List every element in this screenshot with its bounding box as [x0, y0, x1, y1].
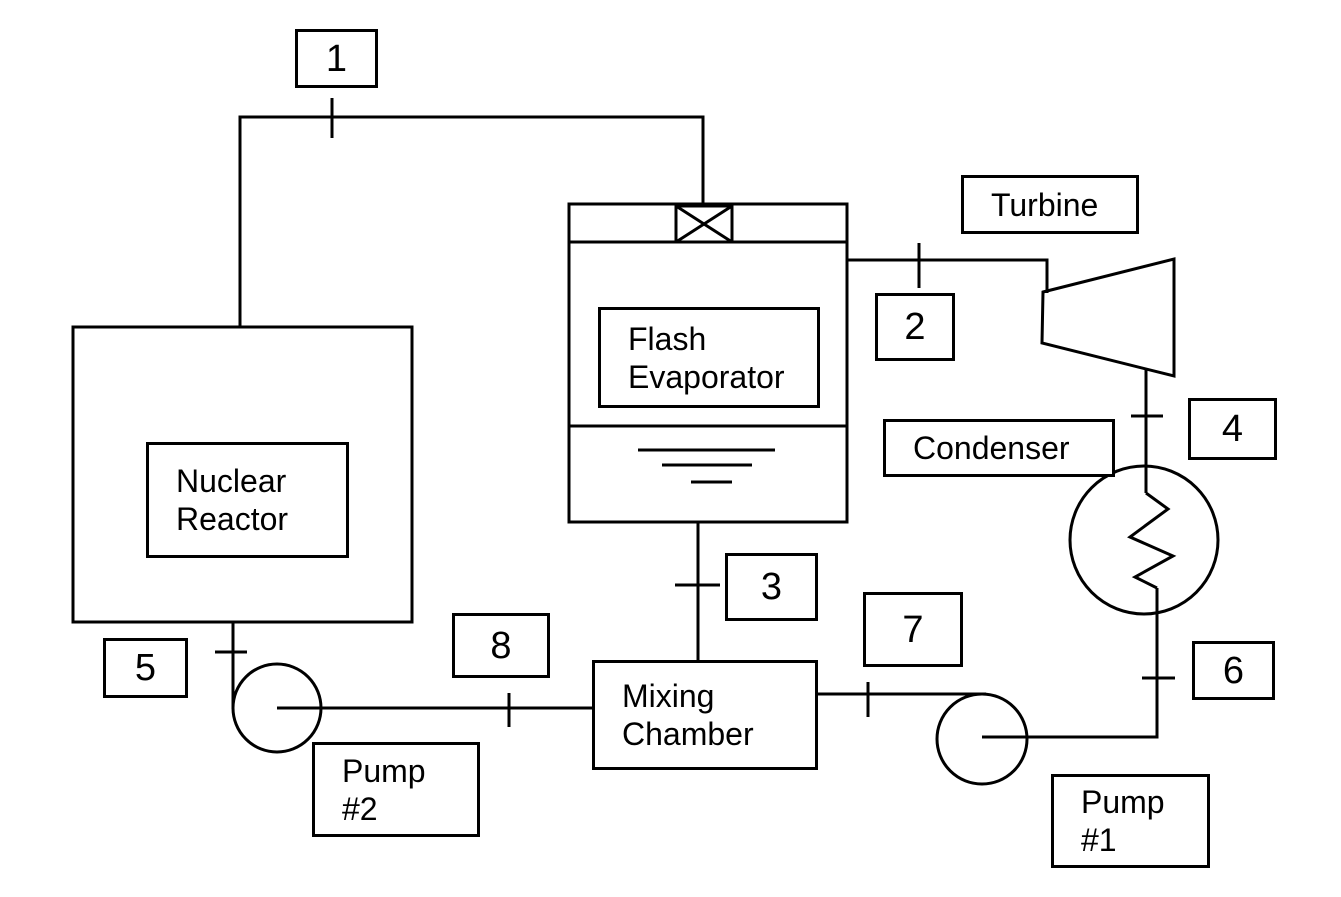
state-point-6-box: 6 [1192, 641, 1275, 700]
turbine-label-box: Turbine [961, 175, 1139, 234]
throttle-valve-cross-icon [675, 204, 733, 244]
pump-1-label: Pump #1 [1081, 784, 1165, 858]
condenser-label: Condenser [913, 430, 1070, 466]
nuclear-reactor-label: Nuclear Reactor [176, 463, 289, 537]
flash-evaporator-label: Flash Evaporator [628, 320, 785, 395]
mixing-chamber-label-box: Mixing Chamber [592, 660, 818, 770]
state-point-7-label: 7 [902, 608, 924, 651]
pump-1-label-box: Pump #1 [1051, 774, 1210, 868]
state-point-8-label: 8 [490, 624, 512, 667]
pump-2-label: Pump #2 [342, 752, 426, 827]
pump-1-symbol [935, 692, 1029, 786]
state-point-1-box: 1 [295, 29, 378, 88]
state-point-5-label: 5 [134, 647, 157, 689]
nuclear-reactor-vessel [71, 325, 414, 624]
throttle-valve-icon [674, 204, 734, 244]
state-point-8-box: 8 [452, 613, 550, 678]
state-point-3-label: 3 [760, 566, 783, 608]
state-point-3-box: 3 [725, 553, 818, 621]
pipe-reactor-to-evaporator [238, 115, 705, 327]
nuclear-reactor-label-box: Nuclear Reactor [146, 442, 349, 558]
mixing-chamber-label: Mixing Chamber [622, 678, 754, 752]
state-point-5-box: 5 [103, 638, 188, 698]
state-point-4-label: 4 [1221, 408, 1244, 450]
pump-2-label-box: Pump #2 [312, 742, 480, 837]
flash-evaporator-label-box: Flash Evaporator [598, 307, 820, 408]
state-point-2-label: 2 [904, 306, 926, 348]
pipe-evaporator-to-turbine [847, 258, 1049, 293]
condenser-symbol [1068, 464, 1220, 616]
pipe-condenser-to-pump1 [982, 588, 1159, 739]
condenser-label-box: Condenser [883, 419, 1115, 477]
turbine-symbol [1040, 257, 1176, 378]
state-point-6-label: 6 [1222, 649, 1245, 692]
turbine-label: Turbine [991, 186, 1099, 223]
state-point-4-box: 4 [1188, 398, 1277, 460]
state-point-1-label: 1 [325, 37, 348, 80]
condenser-coil-icon [1127, 491, 1177, 590]
state-point-2-box: 2 [875, 293, 955, 361]
state-point-7-box: 7 [863, 592, 963, 667]
flash-evaporator-vessel [567, 202, 849, 524]
